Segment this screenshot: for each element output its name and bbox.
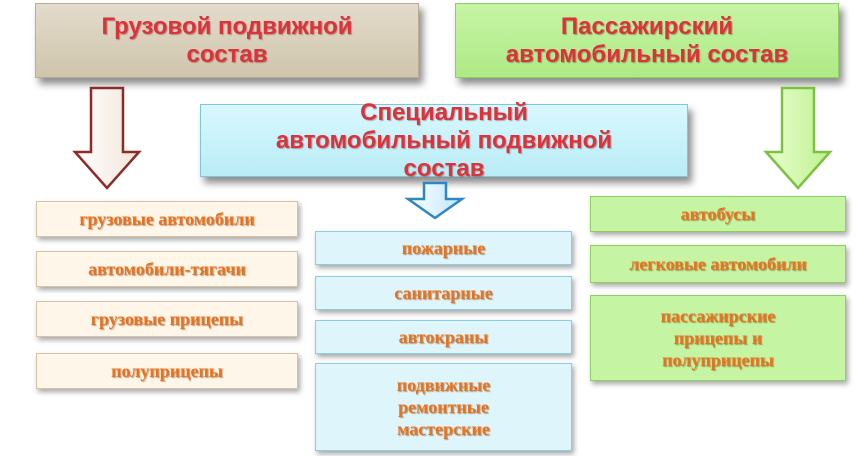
passenger-item-label: легковые автомобили bbox=[629, 254, 807, 274]
special-item: подвижные ремонтные мастерские bbox=[315, 363, 572, 451]
cargo-item: автомобили-тягачи bbox=[36, 251, 298, 287]
cargo-item-label: автомобили-тягачи bbox=[88, 259, 246, 279]
passenger-header-label: Пассажирский автомобильный состав bbox=[505, 12, 789, 68]
cargo-item: полуприцепы bbox=[36, 353, 298, 389]
cargo-header: Грузовой подвижной состав bbox=[35, 3, 419, 78]
special-item-label: пожарные bbox=[401, 238, 486, 258]
passenger-arrow-icon bbox=[763, 86, 833, 190]
passenger-header: Пассажирский автомобильный состав bbox=[455, 3, 839, 78]
special-item: пожарные bbox=[315, 231, 572, 265]
cargo-item-label: полуприцепы bbox=[111, 361, 223, 381]
passenger-item: легковые автомобили bbox=[590, 245, 846, 283]
cargo-item-label: грузовые автомобили bbox=[79, 209, 255, 229]
passenger-item-label: пассажирские прицепы и полуприцепы bbox=[660, 306, 776, 370]
passenger-item-label: автобусы bbox=[680, 204, 756, 224]
cargo-item: грузовые прицепы bbox=[36, 301, 298, 337]
passenger-item: пассажирские прицепы и полуприцепы bbox=[590, 295, 846, 381]
cargo-header-label: Грузовой подвижной состав bbox=[101, 12, 353, 68]
cargo-item: грузовые автомобили bbox=[36, 201, 298, 237]
cargo-arrow-icon bbox=[72, 86, 142, 190]
special-header-label: Специальный автомобильный подвижной сост… bbox=[275, 98, 613, 182]
special-item: автокраны bbox=[315, 320, 572, 354]
cargo-item-label: грузовые прицепы bbox=[90, 309, 244, 329]
special-item: санитарные bbox=[315, 276, 572, 310]
special-arrow-icon bbox=[404, 181, 466, 220]
passenger-item: автобусы bbox=[590, 196, 846, 232]
special-item-label: санитарные bbox=[394, 283, 493, 303]
special-item-label: подвижные ремонтные мастерские bbox=[396, 375, 491, 439]
special-item-label: автокраны bbox=[398, 327, 489, 347]
special-header: Специальный автомобильный подвижной сост… bbox=[200, 99, 688, 182]
